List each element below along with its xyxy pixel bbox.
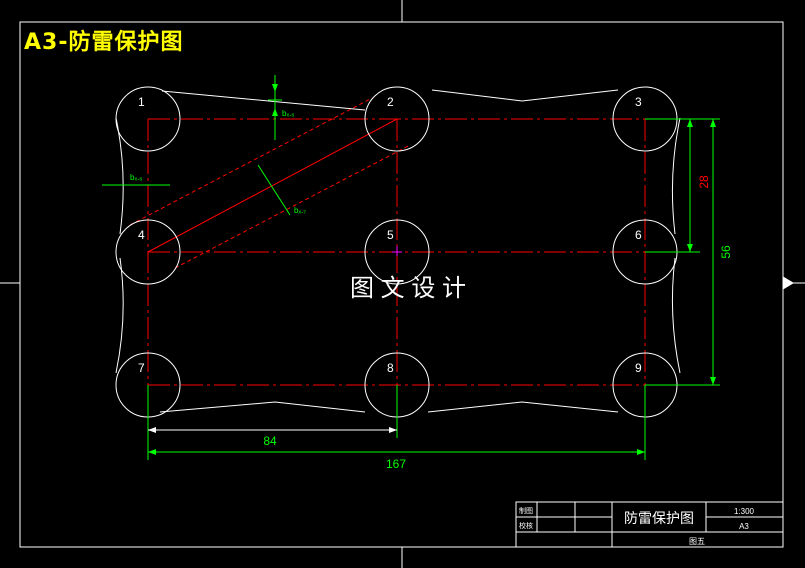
rod-label-4: 4 [138, 228, 145, 242]
rod-label-2: 2 [387, 95, 394, 109]
center-marker [392, 246, 402, 256]
title-block-sheet: 图五 [689, 537, 705, 546]
dim-bx-3: bₓ.₇ [294, 206, 306, 215]
dim-bx-2: bₓ.₆ [130, 173, 143, 182]
rod-label-1: 1 [138, 95, 145, 109]
rod-circle-2 [364, 86, 430, 152]
rod-labels: 1 2 3 4 5 6 7 8 9 [138, 95, 642, 375]
title-block-draw-label: 制图 [519, 506, 533, 515]
title-block-drawing-name: 防雷保护图 [624, 510, 694, 526]
dim-28: 28 [697, 175, 711, 189]
title-block-scale: 1:300 [734, 507, 755, 516]
rod-label-7: 7 [138, 361, 145, 375]
title-block-check-label: 校核 [519, 521, 533, 530]
dim-84: 84 [263, 434, 277, 448]
dimension-arrows [148, 84, 716, 455]
dimensions [102, 75, 720, 460]
rod-label-6: 6 [635, 228, 642, 242]
diagonal-lines [129, 97, 411, 269]
title-block [515, 501, 784, 548]
dim-56: 56 [719, 245, 733, 259]
dim-167: 167 [386, 457, 406, 471]
rod-label-8: 8 [387, 361, 394, 375]
rod-circle-4 [115, 219, 181, 285]
rod-label-9: 9 [635, 361, 642, 375]
watermark: 图 文 设 计 [350, 275, 466, 302]
rod-circle-1 [115, 86, 181, 152]
rod-circle-5 [364, 219, 430, 285]
rod-label-3: 3 [635, 95, 642, 109]
page-title: A3-防雷保护图 [24, 30, 184, 55]
protection-envelope [115, 89, 681, 413]
title-block-size: A3 [739, 522, 749, 531]
rod-label-5: 5 [387, 228, 394, 242]
dim-bx-1: bₓ.₆ [282, 109, 295, 118]
